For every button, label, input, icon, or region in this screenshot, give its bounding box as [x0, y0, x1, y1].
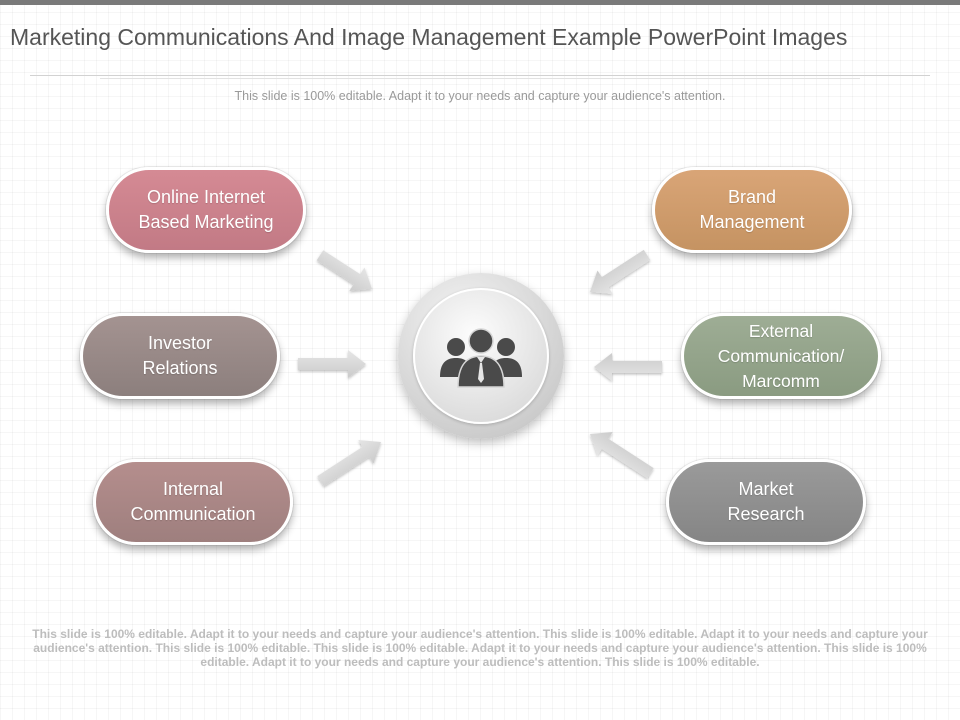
arrow-investor-to-hub [298, 350, 366, 378]
arrow-market-to-hub [590, 432, 654, 479]
arrow-brand-to-hub [590, 249, 651, 294]
arrow-online-to-hub [316, 250, 372, 291]
node-label-line: External [748, 320, 814, 341]
node-investor-relations: Investor Relations [80, 313, 280, 399]
people-group-icon [440, 328, 522, 388]
arrow-external-to-hub [594, 353, 662, 381]
node-label-line: Research [727, 504, 805, 524]
slide-subtitle: This slide is 100% editable. Adapt it to… [234, 89, 726, 103]
node-label-line: Based Marketing [138, 212, 274, 232]
node-label-line: Market [738, 479, 794, 499]
node-label-line: Marcomm [742, 370, 820, 391]
node-external-communication: External Communication/ Marcomm [681, 313, 881, 399]
node-label-line: Communication [130, 504, 256, 524]
node-label-line: Internal [162, 479, 224, 499]
node-label-line: Brand [727, 187, 777, 207]
footer-note: This slide is 100% editable. Adapt it to… [32, 627, 928, 669]
node-brand-management: Brand Management [652, 167, 852, 253]
node-internal-communication: Internal Communication [93, 459, 293, 545]
node-market-research: Market Research [666, 459, 866, 545]
node-online-internet-marketing: Online Internet Based Marketing [106, 167, 306, 253]
node-label-line: Management [699, 212, 805, 232]
title-divider [30, 75, 930, 76]
node-label-line: Online Internet [146, 187, 266, 207]
node-label-line: Communication/ [717, 345, 845, 366]
top-bar [0, 0, 960, 5]
node-label-line: Relations [142, 358, 218, 378]
node-label-line: Investor [147, 333, 212, 353]
arrow-internal-to-hub [317, 440, 381, 487]
title-divider-secondary [100, 78, 860, 79]
slide-title: Marketing Communications And Image Manag… [10, 24, 848, 50]
